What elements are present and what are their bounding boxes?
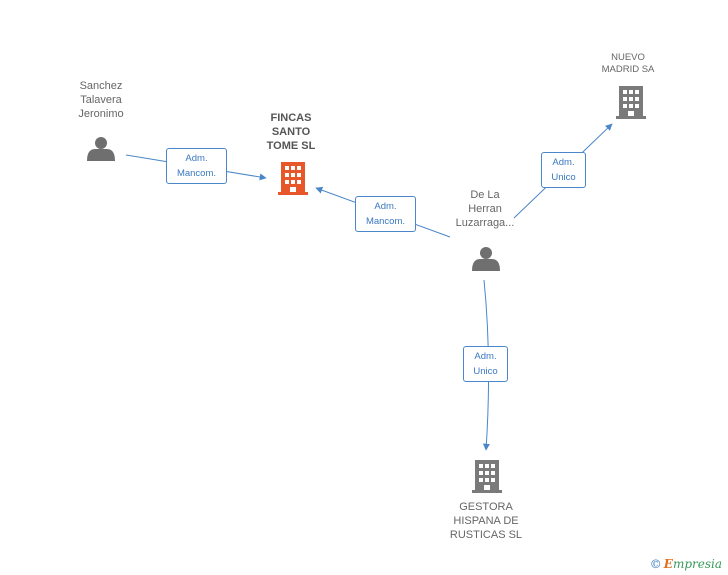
node-label-gestora[interactable]: GESTORA HISPANA DE RUSTICAS SL [449, 501, 523, 541]
edge-label-delaherran-fincas[interactable]: Adm. Mancom. [355, 196, 416, 232]
node-label-fincas[interactable]: FINCAS SANTO TOME SL [266, 112, 316, 152]
brand-watermark: ©Empresia [650, 557, 722, 571]
node-label-sanchez[interactable]: Sanchez Talavera Jeronimo [78, 80, 124, 120]
edge-label-sanchez-fincas[interactable]: Adm. Mancom. [166, 148, 227, 184]
node-label-nuevo[interactable]: NUEVO MADRID SA [601, 52, 655, 75]
node-label-delaherran[interactable]: De La Herran Luzarraga... [455, 189, 515, 229]
edge-label-delaherran-gestora[interactable]: Adm. Unico [463, 346, 508, 382]
building-icon[interactable] [616, 86, 646, 119]
building-icon[interactable] [472, 460, 502, 493]
building-icon[interactable] [278, 162, 308, 195]
brand-name: mpresia [672, 557, 722, 571]
brand-initial: E [663, 557, 673, 571]
edge-label-delaherran-nuevo[interactable]: Adm. Unico [541, 152, 586, 188]
person-icon[interactable] [87, 137, 115, 161]
copyright-icon: © [649, 557, 662, 571]
person-icon[interactable] [472, 247, 500, 271]
